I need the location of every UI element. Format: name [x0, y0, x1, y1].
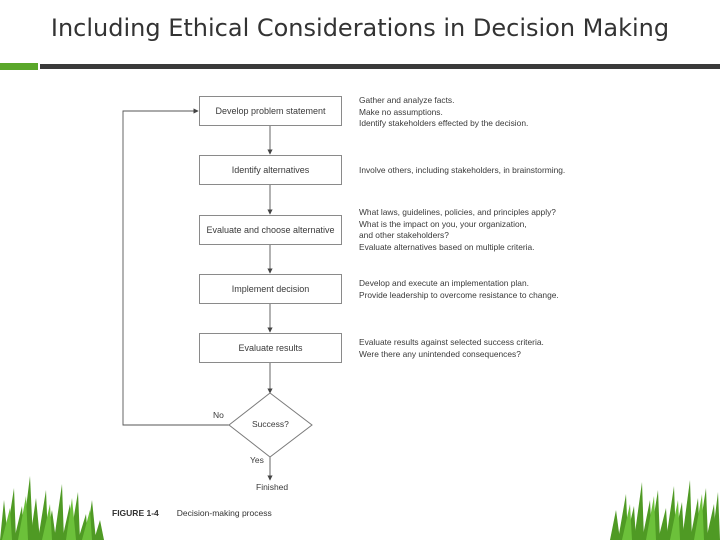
note-line: What is the impact on you, your organiza…: [359, 219, 556, 231]
note-evaluate-choose: What laws, guidelines, policies, and pri…: [359, 207, 556, 253]
step-evaluate-choose-alternative: Evaluate and choose alternative: [199, 215, 342, 245]
note-line: and other stakeholders?: [359, 230, 556, 242]
note-line: Evaluate alternatives based on multiple …: [359, 242, 556, 254]
note-line: Identify stakeholders effected by the de…: [359, 118, 528, 130]
note-problem-statement: Gather and analyze facts. Make no assump…: [359, 95, 528, 130]
yes-label: Yes: [250, 455, 264, 465]
note-line: Make no assumptions.: [359, 107, 528, 119]
step-evaluate-results: Evaluate results: [199, 333, 342, 363]
figure-number: FIGURE 1-4: [112, 508, 159, 518]
grass-decoration: [0, 470, 720, 540]
note-evaluate-results: Evaluate results against selected succes…: [359, 337, 544, 360]
note-line: What laws, guidelines, policies, and pri…: [359, 207, 556, 219]
note-line: Were there any unintended consequences?: [359, 349, 544, 361]
note-line: Involve others, including stakeholders, …: [359, 165, 565, 177]
figure-caption: FIGURE 1-4 Decision-making process: [112, 508, 272, 518]
step-identify-alternatives: Identify alternatives: [199, 155, 342, 185]
note-line: Evaluate results against selected succes…: [359, 337, 544, 349]
note-line: Provide leadership to overcome resistanc…: [359, 290, 559, 302]
note-line: Gather and analyze facts.: [359, 95, 528, 107]
decision-label: Success?: [252, 419, 289, 429]
note-line: Develop and execute an implementation pl…: [359, 278, 559, 290]
step-develop-problem-statement: Develop problem statement: [199, 96, 342, 126]
no-label: No: [213, 410, 224, 420]
step-implement-decision: Implement decision: [199, 274, 342, 304]
note-implement: Develop and execute an implementation pl…: [359, 278, 559, 301]
figure-caption-text: Decision-making process: [177, 508, 272, 518]
note-alternatives: Involve others, including stakeholders, …: [359, 165, 565, 177]
